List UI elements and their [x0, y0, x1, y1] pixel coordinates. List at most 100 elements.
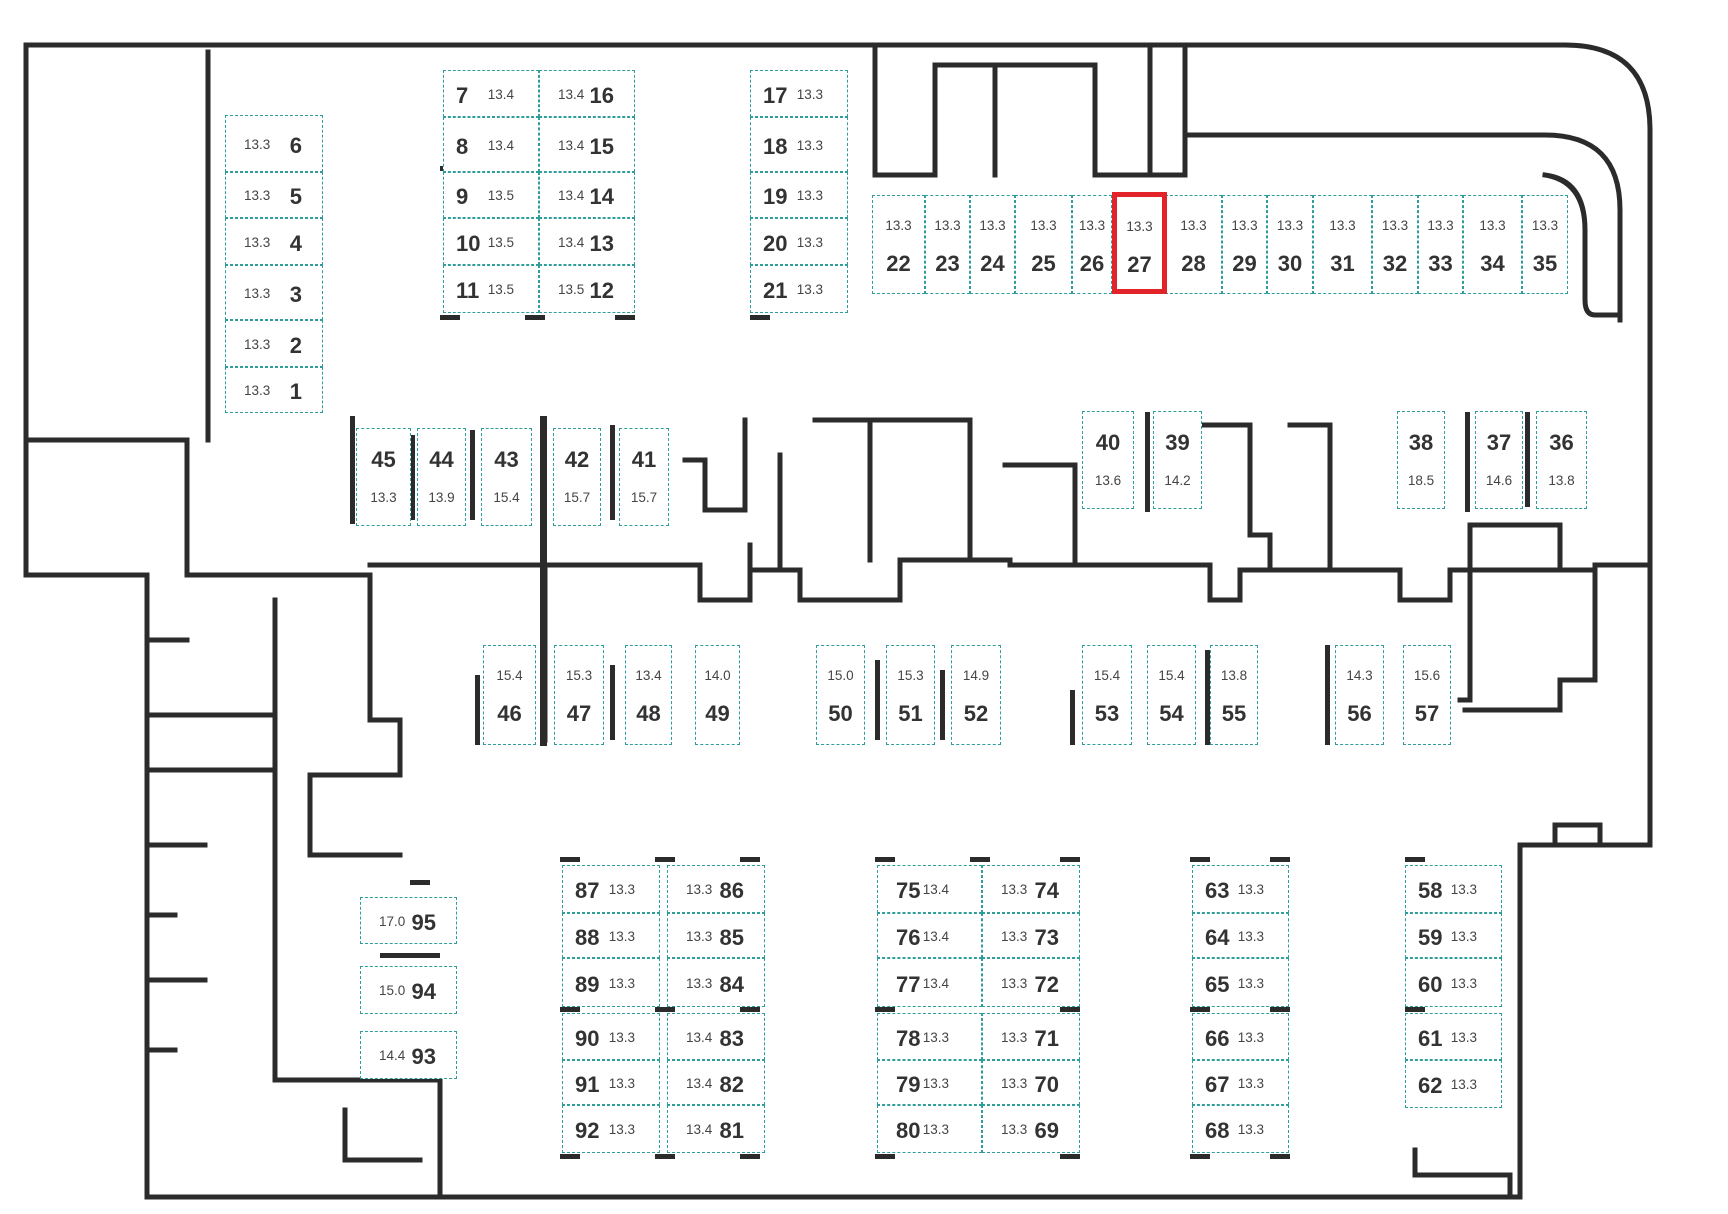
spot-area: 13.5: [487, 188, 514, 203]
spot-area: 13.3: [1479, 218, 1506, 233]
spot-number: 33: [1428, 251, 1453, 276]
spot-area: 13.4: [922, 882, 949, 897]
spot-number: 89: [575, 971, 600, 997]
